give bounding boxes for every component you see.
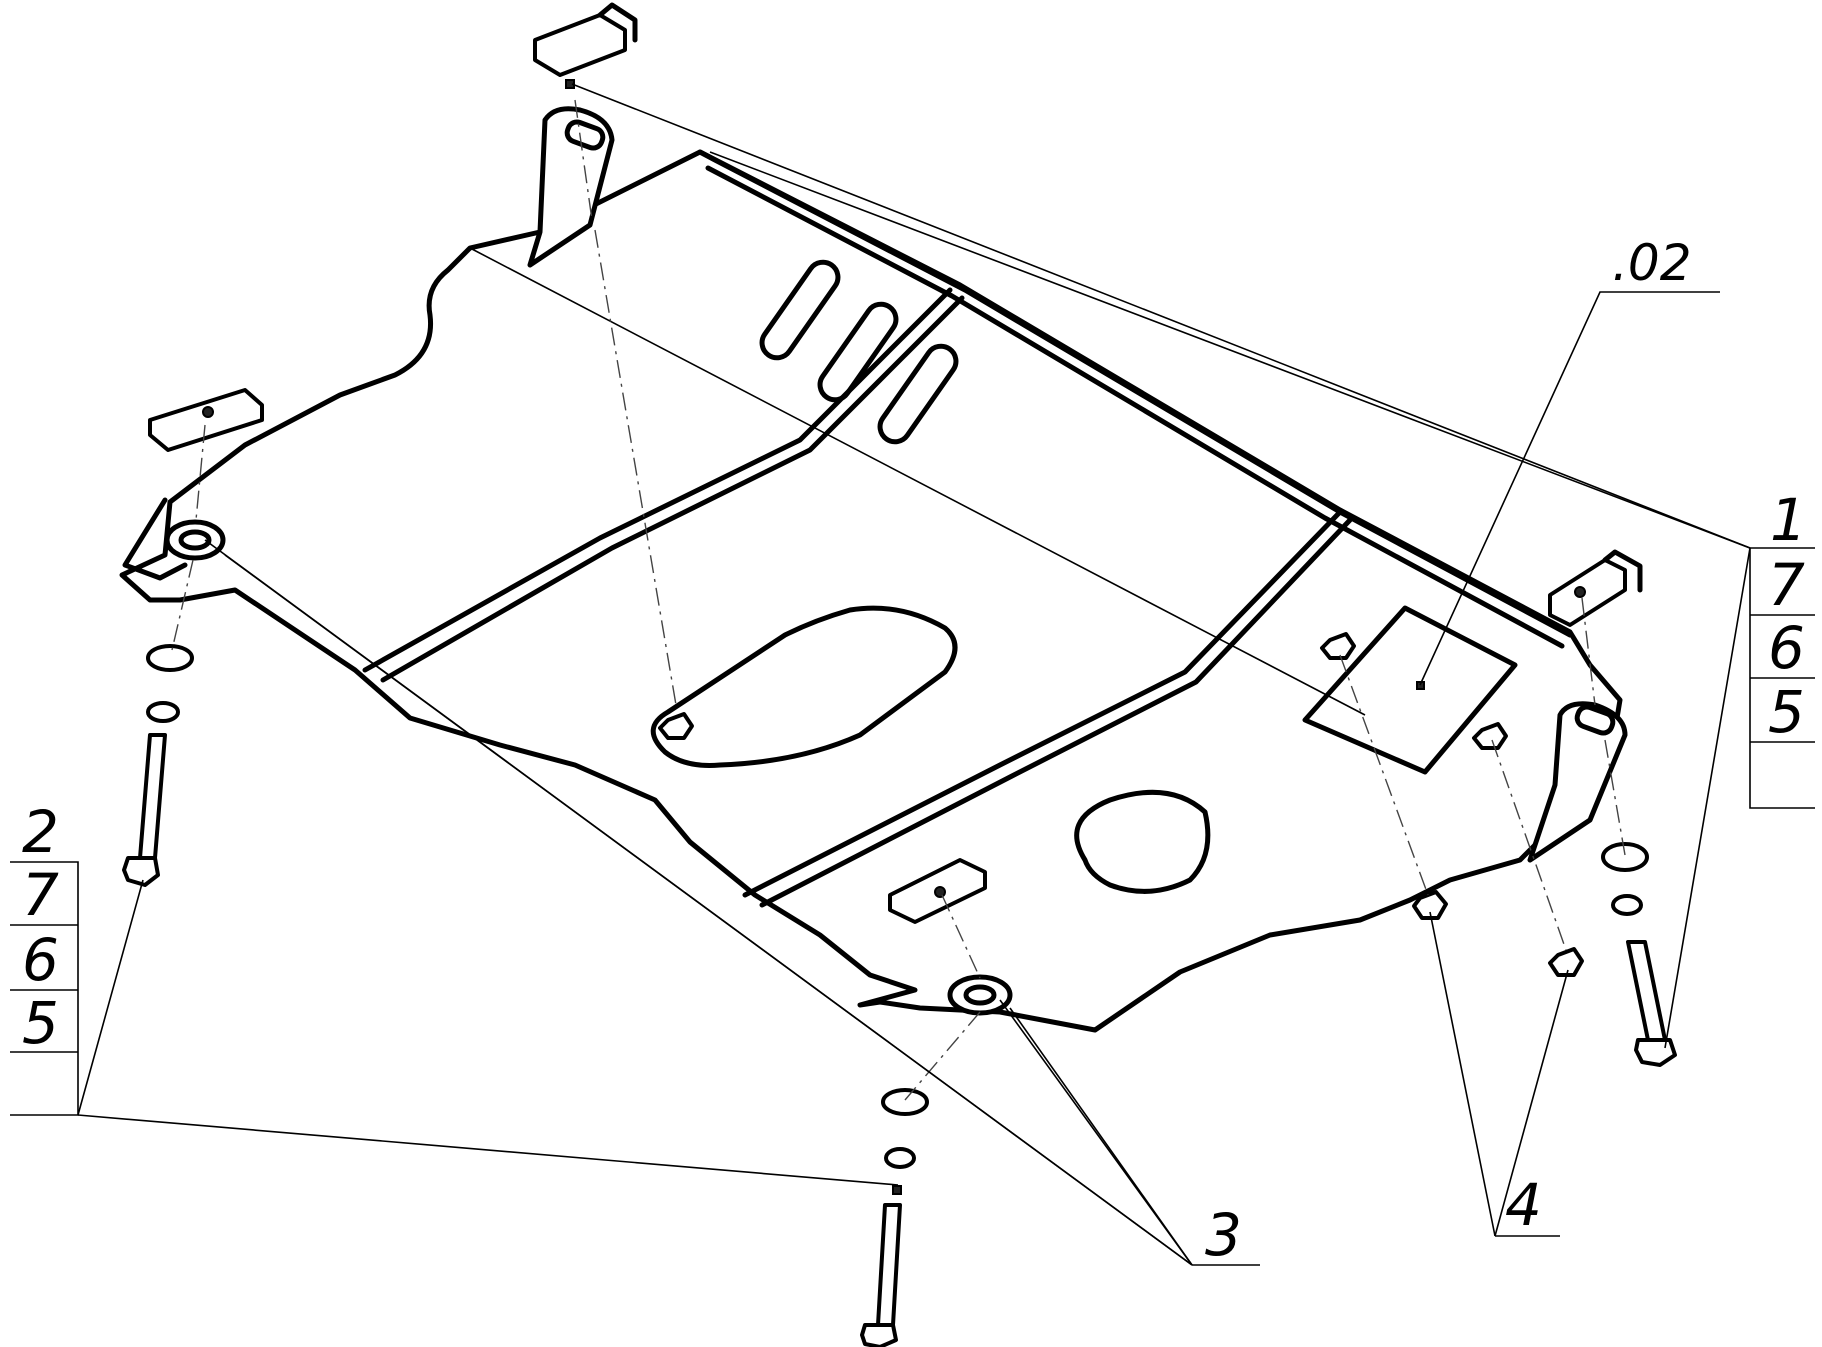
nut-assembly [1412,890,1584,977]
washer [881,1088,929,1116]
rear-rim-ridge [697,149,1573,638]
callout-3: 3 [1205,1201,1242,1269]
spring-washer [146,701,180,723]
callout-02: .02 [1612,234,1692,292]
callout-left-5: 5 [22,989,59,1057]
washer [146,644,194,672]
front-center-grommet [947,974,1013,1016]
vent-slot [759,259,841,361]
callout-right-6: 6 [1768,614,1805,682]
bolt-shank [138,733,167,860]
callout-right-7: 7 [1768,551,1805,619]
rib-left [362,287,953,673]
front-left-tab [122,497,188,581]
callout-4: 4 [1505,1171,1542,1239]
bolt-head [122,856,160,887]
vent-slot [817,301,899,403]
plate-nut [658,712,694,740]
skid-plate-outline [119,149,1623,1033]
left-bolt-assembly [122,644,194,887]
rib-right [742,509,1343,898]
grommet-inner [963,984,997,1006]
filter-access-hatch [1302,605,1518,775]
spring-washer [1611,894,1643,916]
service-hole [1074,789,1211,894]
vent-slots [759,259,959,445]
top-bracket-clip [533,2,638,89]
front-left-grommet [164,519,226,561]
plate-nut [1320,632,1356,660]
nut [1548,947,1584,977]
plate-brackets [122,106,1628,1016]
rib-left-inner [380,295,965,683]
washer [1601,842,1649,872]
oil-drain-window [650,605,958,768]
right-bolt-assembly [1601,842,1677,1067]
skid-plate [119,149,1623,1033]
grommet-inner [178,529,212,551]
bolt-shank [1626,940,1667,1042]
callout-left-6: 6 [22,926,59,994]
left-plate-clip [148,388,264,452]
callout-left-7: 7 [22,861,59,929]
bolt-head [860,1323,898,1347]
center-bolt-assembly [860,1088,929,1347]
bracket-slot [1574,704,1616,736]
assembly-axis-lines [171,99,1626,1101]
callout-labels: 1 7 6 5 2 7 6 5 .02 3 4 [22,234,1807,1269]
callout-left-2: 2 [22,798,59,866]
vent-slot [877,343,959,445]
rear-rim-ridge-inner [705,165,1565,649]
right-plate-clip [1548,549,1643,627]
plate-nut [1472,722,1508,750]
leader-lines [10,83,1815,1266]
nut [1412,890,1448,920]
bolt-head [1634,1038,1677,1067]
spring-washer [884,1147,916,1169]
bolt-shank [876,1203,902,1327]
callout-right-5: 5 [1768,678,1805,746]
rear-right-mount-bracket [1527,701,1628,863]
callout-right-1: 1 [1770,486,1807,554]
rib-right-inner [759,517,1353,908]
front-center-clip [888,858,987,924]
